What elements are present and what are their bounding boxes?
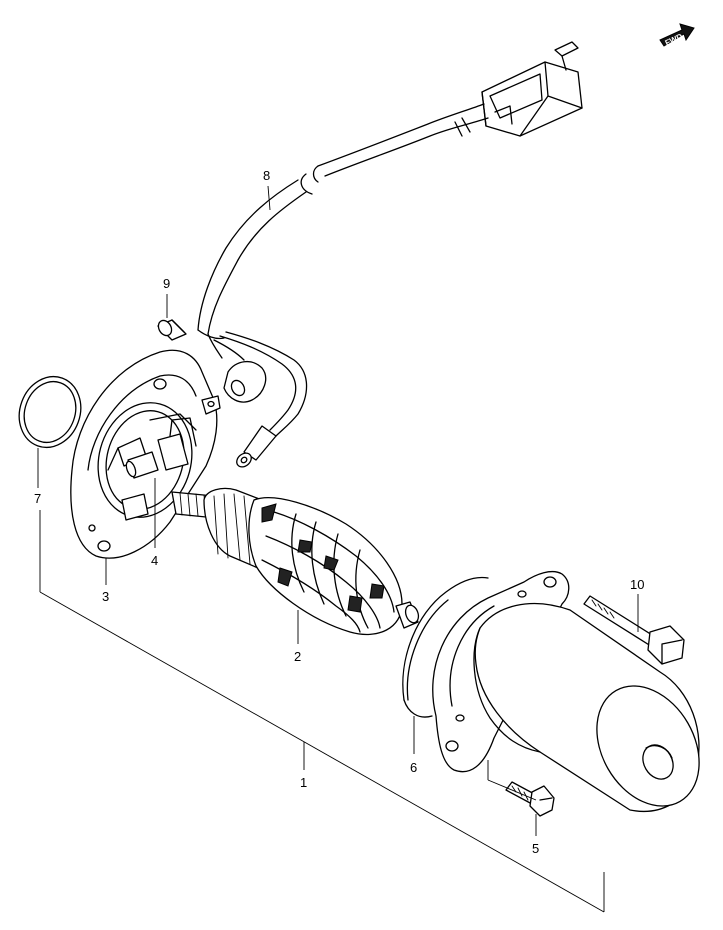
screw-part-9 xyxy=(157,319,187,341)
bolt-part-10 xyxy=(583,595,685,665)
callout-9: 9 xyxy=(163,276,170,291)
callout-1: 1 xyxy=(300,775,307,790)
callout-8: 8 xyxy=(263,168,270,183)
callout-6: 6 xyxy=(410,760,417,775)
fwd-label: FWD xyxy=(664,32,685,48)
armature-part-2 xyxy=(171,487,420,636)
callout-2: 2 xyxy=(294,649,301,664)
callout-5: 5 xyxy=(532,841,539,856)
callout-4: 4 xyxy=(151,553,158,568)
callout-10: 10 xyxy=(630,577,644,592)
o-ring-part-6 xyxy=(402,576,489,718)
leader-lines xyxy=(37,185,639,913)
fwd-arrow-icon: FWD xyxy=(659,23,695,48)
callout-7: 7 xyxy=(34,491,41,506)
screw-part-5 xyxy=(505,781,555,817)
wire-harness xyxy=(197,41,583,468)
motor-yoke xyxy=(432,570,700,812)
brush-part-4 xyxy=(125,451,159,479)
o-ring-part-7 xyxy=(18,375,82,449)
callout-labels: 8 9 7 4 3 2 10 6 1 5 xyxy=(34,168,644,856)
callout-3: 3 xyxy=(102,589,109,604)
